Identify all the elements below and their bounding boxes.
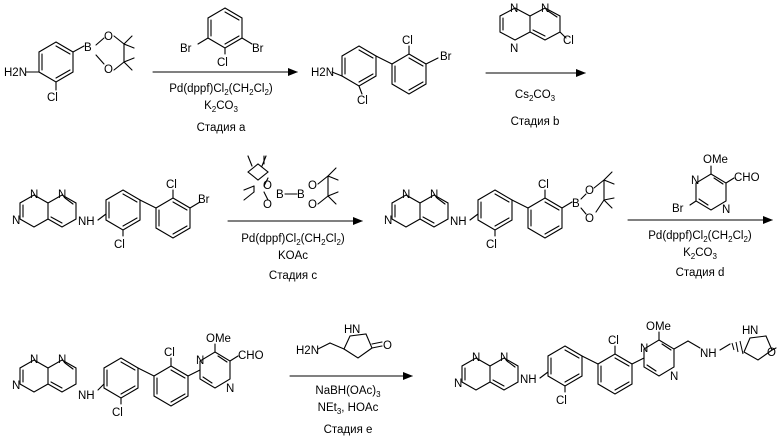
oxygen-label: O (585, 185, 594, 197)
nitrogen-label: N (352, 324, 360, 336)
nitrogen-label: N (12, 380, 20, 392)
stage-label: Стадия a (197, 122, 246, 134)
bromo-label: Br (180, 43, 192, 55)
methoxy-label: OMe (206, 333, 231, 345)
nitrogen-label: N (640, 343, 648, 355)
condition-line-2: K2CO3 (204, 100, 238, 114)
amine-label: H2N (296, 345, 319, 357)
stage-label: Стадия b (511, 116, 560, 128)
nitrogen-label: N (196, 355, 204, 367)
stage-label: Стадия c (269, 270, 317, 282)
reagent-dibromochlorobenzene: Br Br Cl (180, 8, 264, 69)
compound-3-bromo-intermediate: N N N NH Cl Cl Br (12, 179, 210, 251)
nh-label: NH (450, 216, 467, 228)
nitrogen-label: N (226, 383, 234, 395)
nh-label: NH (78, 390, 95, 402)
nh-label: NH (520, 374, 537, 386)
compound-4-boronate-intermediate: N N N NH Cl Cl B O O (384, 172, 614, 251)
nitrogen-label: N (58, 189, 66, 201)
nitrogen-label: N (691, 175, 699, 187)
final-product: N N N NH Cl Cl N N OMe NH H N O (454, 321, 776, 407)
oxygen-label: O (104, 31, 113, 43)
compound-1-aryl-boronate: H2N Cl B O O (4, 31, 134, 104)
chloro-label: Cl (486, 239, 497, 251)
condition-line-2: NEt3, HOAc (318, 402, 379, 416)
chloro-label: Cl (556, 395, 567, 407)
step-e: H2N H N O NaBH(OAc)3 NEt3, HOAc Стадия e (290, 324, 412, 436)
chloro-label: Cl (217, 57, 228, 69)
oxygen-label: O (263, 180, 272, 192)
condition-line-1: Pd(dppf)Cl2(CH2Cl2) (648, 230, 752, 244)
nitrogen-label: N (472, 352, 480, 364)
nitrogen-label: N (30, 354, 38, 366)
amine-label: H2N (311, 67, 334, 79)
condition-line-1: Pd(dppf)Cl2(CH2Cl2) (241, 233, 345, 247)
chloro-label: Cl (112, 407, 123, 419)
nitrogen-label: N (722, 204, 730, 216)
nitrogen-label: N (384, 215, 392, 227)
chloro-label: Cl (402, 35, 413, 47)
chloro-label: Cl (164, 347, 175, 359)
aldehyde-label: CHO (238, 350, 264, 362)
chloro-label: Cl (608, 335, 619, 347)
bromo-label: Br (440, 51, 452, 63)
compound-5-aldehyde-intermediate: N N N NH Cl Cl N N OMe CHO (12, 333, 264, 419)
bromo-label: Br (252, 43, 264, 55)
chloro-label: Cl (166, 179, 177, 191)
methoxy-label: OMe (703, 154, 728, 166)
condition-line-1: Cs2CO3 (515, 89, 556, 103)
nitrogen-label: N (510, 43, 518, 55)
nitrogen-label: N (58, 354, 66, 366)
oxygen-label: O (383, 340, 392, 352)
boron-label: B (84, 42, 92, 54)
nitrogen-label: N (500, 352, 508, 364)
step-d: OMe CHO N N Br Pd(dppf)Cl2(CH2Cl2) K2CO3… (628, 154, 772, 279)
reagent-chloropyridopyrazine: N N N Cl (500, 3, 574, 55)
step-a: Br Br Cl Pd(dppf)Cl2(CH2Cl2) K2CO3 Стади… (153, 8, 297, 134)
boron-label: B (572, 198, 580, 210)
bromo-label: Br (198, 194, 210, 206)
condition-line-2: K2CO3 (683, 247, 717, 261)
stage-label: Стадия e (324, 424, 373, 436)
nh-label: NH (700, 348, 717, 360)
chloro-label: Cl (114, 239, 125, 251)
reagent-bis-pinacolato-diboron: O O B B O O (244, 156, 338, 211)
nitrogen-label: N (510, 3, 518, 15)
amine-label: H2N (4, 67, 27, 79)
nitrogen-label: N (430, 189, 438, 201)
oxygen-label: O (308, 180, 317, 192)
chloro-label: Cl (357, 95, 368, 107)
nitrogen-label: N (670, 371, 678, 383)
nitrogen-label: N (454, 378, 462, 390)
condition-line-1: Pd(dppf)Cl2(CH2Cl2) (169, 83, 273, 97)
nitrogen-label: N (750, 325, 758, 337)
nitrogen-label: N (402, 189, 410, 201)
oxygen-label: O (104, 64, 113, 76)
chloro-label: Cl (538, 179, 549, 191)
step-c: O O B B O O Pd(dppf)Cl2(CH2Cl2) KOAc Ста… (228, 156, 362, 282)
oxygen-label: O (308, 199, 317, 211)
nh-label: NH (78, 216, 95, 228)
nitrogen-label: N (30, 189, 38, 201)
condition-line-2: KOAc (278, 250, 308, 262)
reagent-bromo-methoxy-pyrazine-aldehyde: OMe CHO N N Br (672, 154, 760, 216)
nitrogen-label: N (12, 215, 20, 227)
aldehyde-label: CHO (734, 172, 760, 184)
oxygen-label: O (585, 213, 594, 225)
step-b: N N N Cl Cs2CO3 Стадия b (486, 3, 585, 128)
oxygen-label: O (767, 347, 776, 359)
compound-2-biaryl-aniline: H2N Cl Cl Br (311, 35, 452, 107)
chloro-label: Cl (47, 92, 58, 104)
chloro-label: Cl (563, 35, 574, 47)
stage-label: Стадия d (676, 267, 725, 279)
reagent-aminomethyl-pyrrolidinone: H2N H N O (296, 324, 392, 358)
boron-label: B (297, 189, 305, 201)
methoxy-label: OMe (646, 321, 671, 333)
nitrogen-label: N (541, 3, 549, 15)
boron-label: B (276, 189, 284, 201)
oxygen-label: O (263, 199, 272, 211)
condition-line-1: NaBH(OAc)3 (315, 385, 381, 399)
bromo-label: Br (672, 203, 684, 215)
